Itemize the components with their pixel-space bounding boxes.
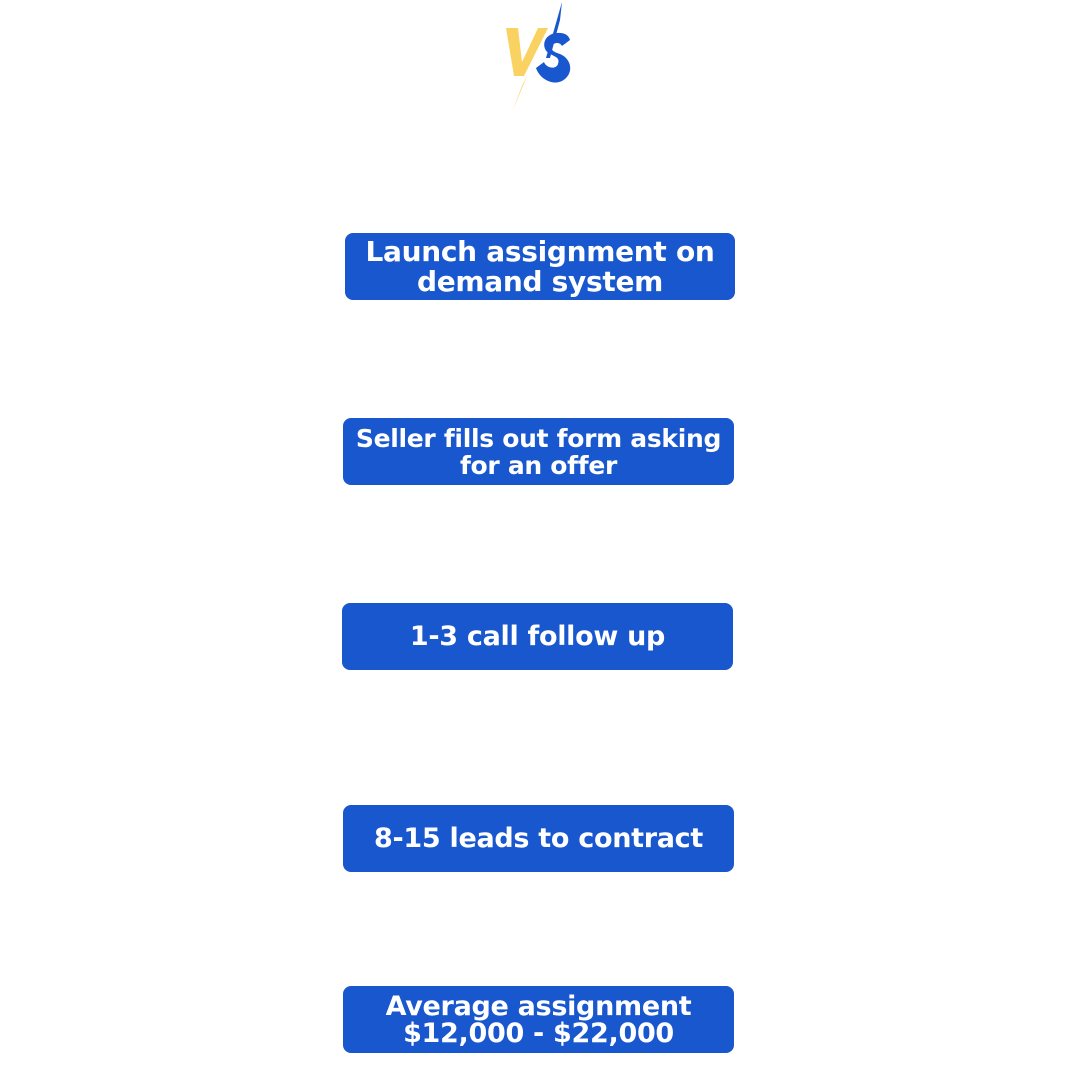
step-launch-system: Launch assignment on demand system xyxy=(345,233,735,300)
step-call-follow-up: 1-3 call follow up xyxy=(342,603,733,670)
step-average-assignment: Average assignment $12,000 - $22,000 xyxy=(343,986,734,1053)
versus-lightning-icon xyxy=(506,2,571,112)
step-leads-to-contract: 8-15 leads to contract xyxy=(343,805,734,872)
step-label: 1-3 call follow up xyxy=(409,621,666,652)
step-label: Seller fills out form asking for an offe… xyxy=(355,423,722,480)
versus-logo xyxy=(500,0,580,118)
step-label: Launch assignment on demand system xyxy=(365,234,715,298)
step-seller-form: Seller fills out form asking for an offe… xyxy=(343,418,734,485)
step-label: 8-15 leads to contract xyxy=(374,823,703,854)
step-label: Average assignment $12,000 - $22,000 xyxy=(385,990,692,1049)
